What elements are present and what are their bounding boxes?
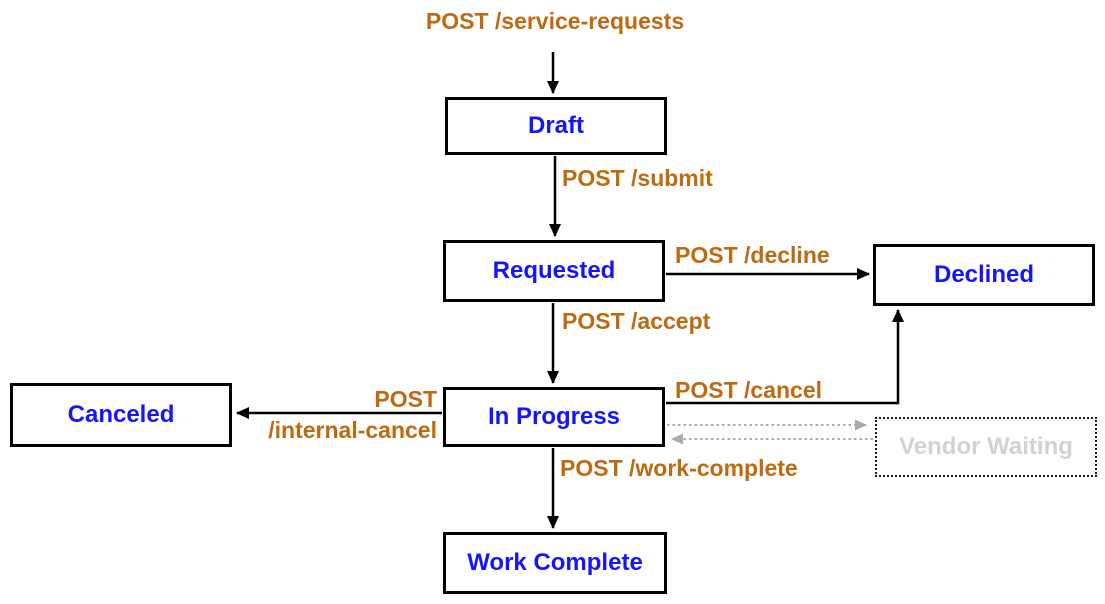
edge-label-internal-cancel-line1: POST [374,386,437,412]
edge-label-decline: POST /decline [675,242,830,268]
arrow-inprogress-to-declined [666,309,904,405]
node-in-progress-label: In Progress [487,403,621,430]
node-declined: Declined [873,244,1095,306]
node-work-complete: Work Complete [443,532,667,594]
node-vendor-waiting-label: Vendor Waiting [899,433,1073,460]
node-draft-label: Draft [527,112,584,139]
node-requested: Requested [443,240,665,302]
node-requested-label: Requested [492,257,616,284]
node-in-progress: In Progress [443,387,665,447]
node-canceled: Canceled [10,383,232,447]
edge-label-internal-cancel: POST /internal-cancel [217,384,437,446]
node-vendor-waiting: Vendor Waiting [875,417,1097,477]
node-work-complete-label: Work Complete [467,549,643,576]
edge-label-service-requests: POST /service-requests [425,8,685,34]
edge-label-accept: POST /accept [562,308,711,334]
node-declined-label: Declined [933,261,1035,288]
edge-label-submit: POST /submit [562,165,713,191]
node-draft: Draft [445,97,667,155]
node-canceled-label: Canceled [67,401,175,428]
edge-label-work-complete: POST /work-complete [560,455,798,481]
edge-label-cancel: POST /cancel [675,377,823,403]
edge-label-internal-cancel-line2: /internal-cancel [268,417,437,443]
